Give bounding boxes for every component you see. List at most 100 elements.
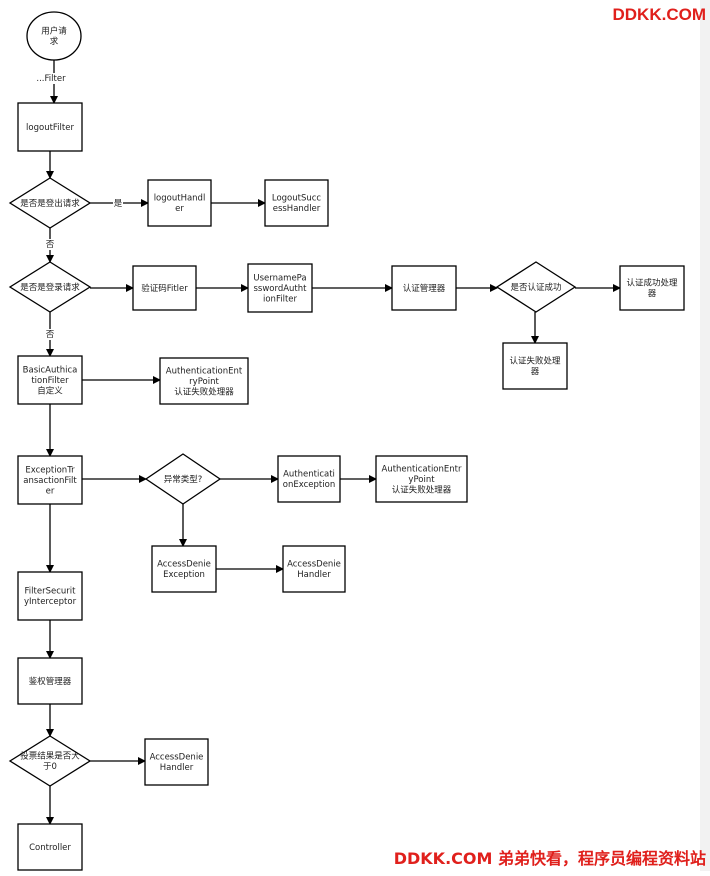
node-label: 认证失败处理器 xyxy=(392,484,452,495)
node-label: ionFilter xyxy=(263,294,298,304)
edge-label: ...Filter xyxy=(36,74,66,84)
watermark-bottom: DDKK.COM 弟弟快看，程序员编程资料站 xyxy=(393,849,706,868)
node-shape xyxy=(144,453,222,505)
node-label: onException xyxy=(283,480,335,490)
node-logout-filter: logoutFilter xyxy=(17,102,83,152)
node-shape xyxy=(282,545,346,593)
node-shape xyxy=(17,823,83,871)
node-label: AccessDenie xyxy=(287,560,341,570)
node-label: 用户请 xyxy=(41,26,67,37)
node-shape xyxy=(8,261,92,313)
edge-label-bg xyxy=(45,329,55,340)
node-shape xyxy=(144,738,209,786)
node-shape xyxy=(277,455,341,503)
node-label: yInterceptor xyxy=(24,597,77,607)
node-label: Handler xyxy=(297,570,331,580)
node-shape xyxy=(17,455,83,505)
node-label: essHandler xyxy=(273,204,321,214)
node-shape xyxy=(8,735,92,787)
node-label: logoutFilter xyxy=(26,123,74,133)
node-label: FilterSecurit xyxy=(25,587,77,597)
watermark-top: DDKK.COM xyxy=(612,5,707,24)
node-auth-manager: 认证管理器 xyxy=(391,265,457,311)
node-label: 求 xyxy=(50,36,59,47)
node-label: 认证成功处理 xyxy=(626,278,678,289)
node-label: 是否是登录请求 xyxy=(20,282,80,293)
node-label: logoutHandl xyxy=(154,194,206,204)
node-shape xyxy=(26,11,82,61)
node-label: er xyxy=(46,486,55,496)
node-label: sswordAutht xyxy=(253,284,307,294)
node-label: ryPoint xyxy=(189,377,219,387)
node-is-logout: 是否是登出请求 xyxy=(8,177,92,229)
node-label: ansactionFilt xyxy=(23,476,77,486)
node-label: er xyxy=(175,204,184,214)
node-auth-fail-handler: 认证失败处理器 xyxy=(502,342,568,390)
node-label: AccessDenie xyxy=(150,753,204,763)
node-label: Authenticati xyxy=(283,470,335,480)
edge-label-bg xyxy=(45,239,55,250)
node-label: AccessDenie xyxy=(157,560,211,570)
edge-label-bg xyxy=(113,198,123,209)
right-edge-strip xyxy=(700,0,710,871)
node-label: Exception xyxy=(163,570,205,580)
node-shape xyxy=(502,342,568,390)
node-shape xyxy=(375,455,468,503)
node-label: LogoutSucc xyxy=(272,194,322,204)
node-shape xyxy=(495,261,577,313)
node-shape xyxy=(8,177,92,229)
node-access-manager: 鉴权管理器 xyxy=(17,657,83,705)
node-label: 异常类型? xyxy=(164,474,203,485)
node-label: 认证失败处理 xyxy=(509,356,561,367)
node-shape xyxy=(247,263,313,313)
node-label: 鉴权管理器 xyxy=(29,676,72,687)
edge-label-bg xyxy=(22,73,80,84)
node-shape xyxy=(17,571,83,621)
node-shape xyxy=(17,355,83,405)
node-shape xyxy=(264,179,329,227)
node-is-login: 是否是登录请求 xyxy=(8,261,92,313)
node-label: 于0 xyxy=(43,762,57,772)
node-shape xyxy=(159,357,249,405)
node-exception-type: 异常类型? xyxy=(144,453,222,505)
node-shape xyxy=(151,545,217,593)
node-shape xyxy=(17,102,83,152)
node-label: 投票结果是否大 xyxy=(20,751,80,762)
node-label: ExceptionTr xyxy=(25,465,75,475)
node-label: Controller xyxy=(29,843,71,853)
node-shape xyxy=(147,179,212,227)
edge-label: 否 xyxy=(46,240,55,250)
node-controller: Controller xyxy=(17,823,83,871)
node-label: 是否是登出请求 xyxy=(20,198,80,209)
node-label: 器 xyxy=(531,367,540,377)
node-label: AuthenticationEnt xyxy=(166,366,243,376)
node-label: BasicAuthica xyxy=(23,365,78,375)
node-label: 器 xyxy=(648,289,657,299)
node-label: 自定义 xyxy=(37,385,63,396)
node-is-auth-success: 是否认证成功 xyxy=(495,261,577,313)
node-shape xyxy=(132,265,197,311)
node-shape xyxy=(17,657,83,705)
node-label: 认证管理器 xyxy=(403,283,446,294)
node-label: yPoint xyxy=(408,475,435,485)
node-label: AuthenticationEntr xyxy=(382,464,462,474)
node-label: 是否认证成功 xyxy=(510,282,561,293)
node-shape xyxy=(391,265,457,311)
node-label: tionFilter xyxy=(31,376,69,386)
node-label: 验证码Fitler xyxy=(141,283,188,294)
